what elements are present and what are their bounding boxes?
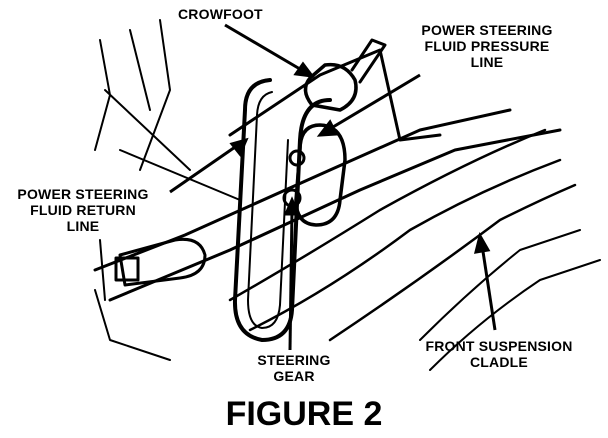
crowfoot-wrench bbox=[303, 62, 358, 112]
figure-caption: FIGURE 2 bbox=[225, 395, 383, 433]
label-pressure-line: POWER STEERING FLUID PRESSURE LINE bbox=[421, 22, 553, 70]
leader-pressure bbox=[327, 73, 421, 132]
label-front-suspension: FRONT SUSPENSION CLADLE bbox=[425, 338, 573, 370]
return-line-tube bbox=[232, 78, 332, 342]
bolt-head bbox=[114, 256, 140, 282]
arrow-pressure bbox=[316, 119, 339, 137]
arrow-crowfoot bbox=[293, 61, 316, 78]
return-line-tube-inner bbox=[247, 91, 289, 329]
suspension-cradle bbox=[228, 128, 577, 342]
label-steering-gear: STEERING GEAR bbox=[257, 352, 331, 384]
crowfoot-handle bbox=[350, 38, 387, 84]
leader-crowfoot bbox=[224, 23, 306, 74]
leader-return bbox=[169, 143, 239, 194]
background-structure bbox=[94, 19, 241, 201]
gear-fitting-upper bbox=[288, 149, 306, 167]
cradle-bottom bbox=[419, 229, 601, 371]
pressure-line-tube bbox=[294, 123, 347, 227]
arrow-suspension bbox=[473, 232, 491, 254]
leader-suspension bbox=[480, 244, 497, 331]
left-frame bbox=[94, 239, 171, 361]
leader-gear bbox=[288, 209, 294, 351]
label-return-line: POWER STEERING FLUID RETURN LINE bbox=[17, 186, 149, 234]
arrow-return bbox=[229, 137, 249, 157]
left-bracket bbox=[118, 237, 207, 287]
body-edge-lines bbox=[93, 108, 562, 302]
arrow-gear bbox=[283, 196, 301, 216]
label-crowfoot: CROWFOOT bbox=[178, 6, 263, 22]
